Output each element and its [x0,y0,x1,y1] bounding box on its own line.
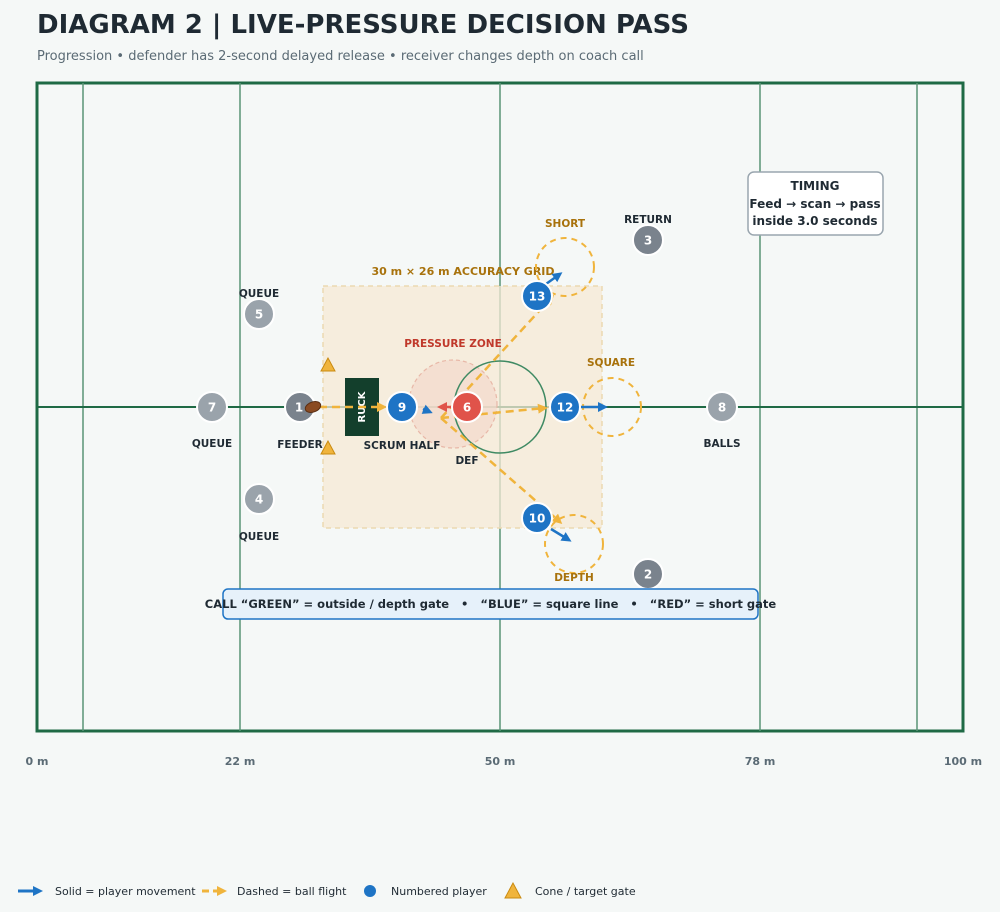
svg-text:13: 13 [529,290,546,304]
balls-label: BALLS [703,438,740,450]
movement-13 [545,272,563,286]
player-10: 10 [521,502,553,534]
legend-cone-label: Cone / target gate [535,885,636,898]
movement-9 [421,404,433,414]
defender-6: 6 [451,391,483,423]
legend-player-label: Numbered player [391,885,487,898]
legend-player-swatch [364,885,376,897]
svg-text:3: 3 [644,234,652,248]
square-gate-label: SQUARE [587,357,635,369]
cone-icon [320,439,336,455]
queue-label-top: QUEUE [239,288,279,300]
return-label: RETURN [624,214,672,226]
svg-text:9: 9 [398,401,406,415]
player-5: 5 [243,298,275,330]
page-title: DIAGRAM 2 | LIVE-PRESSURE DECISION PASS [37,10,689,40]
movement-10 [550,527,572,542]
timing-title: TIMING [791,179,840,193]
player-8: 8 [706,391,738,423]
svg-text:5: 5 [255,308,263,322]
svg-text:6: 6 [463,401,471,415]
svg-text:7: 7 [208,401,216,415]
svg-text:10: 10 [529,512,546,526]
depth-gate [544,514,604,574]
queue-label-left: QUEUE [192,438,232,450]
player-7: 7 [196,391,228,423]
rugby-ball-icon [304,401,322,413]
svg-text:2: 2 [644,568,652,582]
queue-label-bottom: QUEUE [239,531,279,543]
legend: Solid = player movement Dashed = ball fl… [18,881,636,899]
timing-box: TIMING Feed → scan → pass inside 3.0 sec… [747,171,884,236]
scrum-half-label: SCRUM HALF [364,440,441,452]
player-2: 2 [632,558,664,590]
legend-ball-label: Dashed = ball flight [237,885,347,898]
svg-text:4: 4 [255,493,263,507]
accuracy-grid-label: 30 m × 26 m ACCURACY GRID [371,265,554,278]
svg-text:12: 12 [557,401,574,415]
cone-icon [320,356,336,372]
distance-label-0: 0 m [26,755,49,768]
distance-label-50: 50 m [485,755,516,768]
depth-gate-label: DEPTH [554,572,594,584]
player-3: 3 [632,224,664,256]
feeder-label: FEEDER [277,439,323,451]
svg-text:8: 8 [718,401,726,415]
short-gate-label: SHORT [545,218,586,230]
player-13: 13 [521,280,553,312]
distance-label-78: 78 m [745,755,776,768]
pressure-zone-label: PRESSURE ZONE [404,338,502,350]
call-box-text: CALL “GREEN” = outside / depth gate • “B… [205,597,777,611]
legend-movement-label: Solid = player movement [55,885,196,898]
distance-label-100: 100 m [944,755,982,768]
def-label: DEF [455,455,478,467]
distance-label-22: 22 m [225,755,256,768]
timing-line-2: inside 3.0 seconds [752,214,877,228]
player-12: 12 [549,391,581,423]
timing-line-1: Feed → scan → pass [749,197,880,211]
short-gate [535,237,595,297]
call-box: CALL “GREEN” = outside / depth gate • “B… [205,588,777,620]
player-4: 4 [243,483,275,515]
legend-cone-icon [504,881,522,899]
page-subtitle: Progression • defender has 2-second dela… [37,49,644,64]
svg-text:1: 1 [295,401,303,415]
player-9: 9 [386,391,418,423]
